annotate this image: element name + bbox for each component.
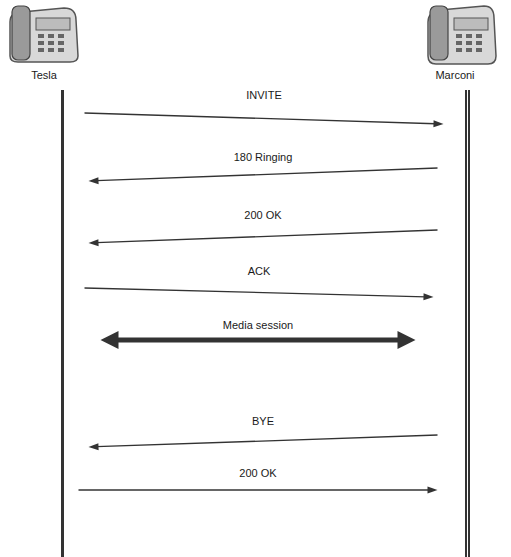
participant: Marconi bbox=[423, 68, 487, 557]
message-arrow bbox=[85, 113, 444, 127]
message-label: ACK bbox=[245, 264, 274, 278]
participant-name: Tesla bbox=[12, 68, 76, 82]
message-label: INVITE bbox=[243, 88, 284, 102]
message-label: 200 OK bbox=[236, 466, 279, 480]
phone-icon bbox=[428, 6, 496, 64]
message-label: 200 OK bbox=[241, 208, 284, 222]
phone-icon bbox=[10, 6, 78, 62]
message-label: Media session bbox=[220, 318, 296, 332]
message-arrow bbox=[79, 487, 438, 494]
message-arrow bbox=[89, 230, 438, 246]
message-label: BYE bbox=[249, 414, 277, 428]
participant: Tesla bbox=[12, 68, 76, 557]
lifeline bbox=[61, 90, 64, 557]
lifeline bbox=[465, 90, 470, 557]
message-arrow bbox=[89, 168, 438, 184]
message-arrow bbox=[89, 435, 438, 450]
media-arrow bbox=[101, 331, 416, 349]
message-label: 180 Ringing bbox=[231, 150, 296, 164]
participant-name: Marconi bbox=[423, 68, 487, 82]
message-arrow bbox=[85, 288, 434, 300]
